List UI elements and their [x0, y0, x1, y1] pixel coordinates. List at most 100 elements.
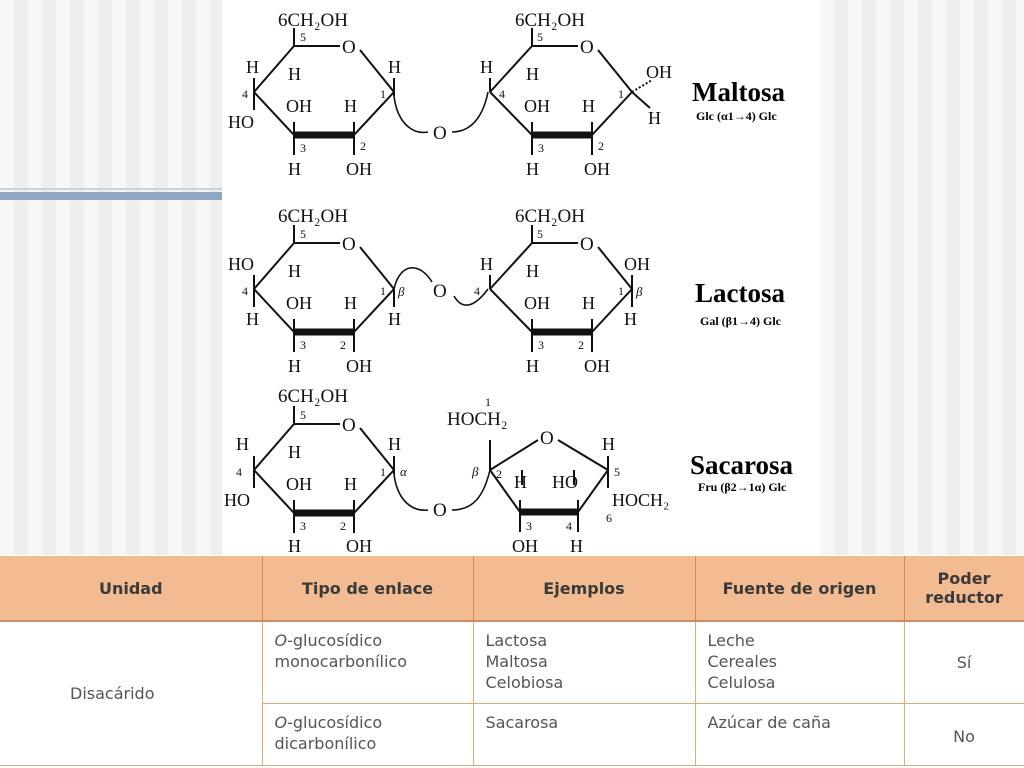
header-tipo-enlace: Tipo de enlace: [262, 556, 474, 622]
sacarosa-fru-beta: β: [471, 464, 479, 479]
sacarosa-fru-hoch2: HOCH₂: [447, 409, 507, 430]
cell-ejemplos-2: Sacarosa: [473, 703, 696, 766]
enlace-1-line1: O-glucosídico: [274, 631, 383, 650]
accent-bar-thin: [0, 188, 222, 190]
maltosa-r2-c5: 5: [537, 30, 543, 44]
header-unidad: Unidad: [0, 556, 263, 622]
lactosa-r1-c5: 5: [300, 227, 306, 241]
lactosa-r1-ch2oh: 6CH₂OH: [278, 206, 348, 227]
lactosa-ring-2: [489, 225, 633, 352]
ejemplo-item: Lactosa: [485, 631, 548, 650]
sacarosa-r1-h-c1: H: [388, 434, 401, 454]
sacarosa-r1-h-left: H: [236, 434, 249, 454]
cell-reductor-2: No: [904, 703, 1024, 766]
lactosa-r1-h-c1: H: [388, 309, 401, 329]
sugar-linkage-maltosa: Glc (α1→4) Glc: [696, 109, 777, 123]
header-ejemplos: Ejemplos: [473, 556, 696, 622]
sacarosa-r1-h-bottom: H: [288, 536, 301, 555]
table-row: Disacárido O-glucosídico monocarbonílico…: [0, 621, 1024, 766]
maltosa-structure: 6CH₂OH O 5 H H H 4 1 OH H HO 3 2 H OH O: [228, 10, 785, 179]
lactosa-r1-c2: 2: [340, 338, 346, 352]
cell-fuentes-1: Leche Cereales Celulosa: [695, 621, 905, 704]
sacarosa-fru-c6: 6: [606, 511, 612, 525]
header-poder-reductor: Poder reductor: [904, 556, 1024, 622]
maltosa-r1-c1: 1: [380, 87, 386, 101]
maltosa-r1-c2: 2: [360, 139, 366, 153]
sacarosa-fru-c4: 4: [566, 519, 572, 533]
maltosa-r2-c3: 3: [538, 141, 544, 155]
maltosa-r1-ch2oh: 6CH₂OH: [278, 10, 348, 31]
maltosa-r1-h-bottom: H: [288, 159, 301, 179]
lactosa-r2-h-c5: H: [526, 261, 539, 281]
maltosa-r1-ring-o: O: [342, 37, 356, 58]
sacarosa-r1-c3: 3: [300, 519, 306, 533]
maltosa-r1-c4: 4: [242, 87, 248, 101]
maltosa-r1-h-c1: H: [388, 57, 401, 77]
maltosa-r2-c1: 1: [618, 87, 624, 101]
lactosa-r2-h-bottom: H: [526, 356, 539, 376]
sacarosa-bridge-o: O: [433, 500, 447, 521]
lactosa-r1-ring-o: O: [342, 234, 356, 255]
fuente-item: Azúcar de caña: [707, 712, 831, 732]
maltosa-r1-c3: 3: [300, 141, 306, 155]
sacarosa-fru-h-top: H: [602, 434, 615, 454]
maltosa-r2-ch2oh: 6CH₂OH: [515, 10, 585, 31]
maltosa-r2-ring-o: O: [580, 37, 594, 58]
background-stripes-right: [820, 0, 1024, 555]
sacarosa-glycosidic-link: [393, 469, 491, 511]
lactosa-r2-oh-right: OH: [624, 254, 650, 274]
maltosa-r1-h-c5: H: [288, 64, 301, 84]
maltosa-r2-h-bottom: H: [526, 159, 539, 179]
fuente-item: Celulosa: [707, 673, 776, 692]
ejemplo-item: Sacarosa: [485, 712, 559, 732]
sacarosa-r1-oh-c3: OH: [286, 474, 312, 494]
lactosa-r2-c5: 5: [537, 227, 543, 241]
lactosa-r1-h-bottom: H: [288, 356, 301, 376]
sacarosa-fru-c3: 3: [526, 519, 532, 533]
lactosa-r2-oh-bottom: OH: [584, 356, 610, 376]
lactosa-r1-c3: 3: [300, 338, 306, 352]
sacarosa-r1-c1: 1: [380, 465, 386, 479]
enlace-2-line1: O-glucosídico: [274, 712, 383, 732]
accent-bar: [0, 192, 222, 200]
sugar-name-lactosa: Lactosa: [695, 278, 785, 308]
lactosa-r2-h-left: H: [480, 254, 493, 274]
maltosa-r2-c2: 2: [598, 139, 604, 153]
cell-ejemplos-1: Lactosa Maltosa Celobiosa: [473, 621, 696, 704]
lactosa-r2-ch2oh: 6CH₂OH: [515, 206, 585, 227]
lactosa-r2-c4: 4: [474, 284, 480, 298]
enlace-2-line2: dicarbonílico: [274, 733, 377, 753]
maltosa-r1-ho: HO: [228, 112, 254, 132]
table-row: O-glucosídico dicarbonílico Sacarosa Azú…: [0, 703, 1024, 766]
table-header-row: Unidad Tipo de enlace Ejemplos Fuente de…: [0, 556, 1024, 622]
maltosa-r2-h-left: H: [480, 57, 493, 77]
sacarosa-fru-c5: 5: [614, 465, 620, 479]
sugar-linkage-sacarosa: Fru (β2→1α) Glc: [698, 480, 787, 494]
maltosa-r2-oh-right: OH: [646, 62, 672, 82]
lactosa-r1-c4: 4: [242, 284, 248, 298]
sacarosa-fru-ch2oh: HOCH₂: [612, 490, 669, 510]
structures-svg: 6CH₂OH O 5 H H H 4 1 OH H HO 3 2 H OH O: [224, 10, 794, 555]
disaccharide-diagram: 6CH₂OH O 5 H H H 4 1 OH H HO 3 2 H OH O: [222, 0, 820, 555]
background-stripes-left: [0, 0, 222, 555]
lactosa-r1-h-c2: H: [344, 293, 357, 313]
maltosa-r1-oh-c3: OH: [286, 96, 312, 116]
sacarosa-fru-h-c3: H: [514, 472, 527, 492]
sacarosa-ring-1: [253, 406, 395, 533]
lactosa-r1-oh-bottom: OH: [346, 356, 372, 376]
lactosa-bridge-o: O: [433, 281, 447, 302]
maltosa-r2-c4: 4: [499, 87, 505, 101]
enlace-1-line2: monocarbonílico: [274, 652, 408, 671]
cell-fuentes-2: Azúcar de caña: [695, 703, 905, 766]
lactosa-r2-ring-o: O: [580, 234, 594, 255]
maltosa-r1-h-left: H: [246, 57, 259, 77]
sacarosa-fru-c1: 1: [485, 395, 491, 409]
cell-enlace-1: O-glucosídico monocarbonílico: [262, 621, 474, 704]
sacarosa-r1-h-c5: H: [288, 442, 301, 462]
lactosa-r1-h-c5: H: [288, 261, 301, 281]
sacarosa-fru-c2: 2: [496, 467, 502, 481]
sacarosa-r1-ch2oh: 6CH₂OH: [278, 386, 348, 407]
sacarosa-structure: 6CH₂OH O 5 H H H 4 1 α OH H HO 3 2 H OH …: [224, 386, 794, 555]
cell-unidad: Disacárido: [0, 621, 263, 766]
sacarosa-r1-c2: 2: [340, 519, 346, 533]
